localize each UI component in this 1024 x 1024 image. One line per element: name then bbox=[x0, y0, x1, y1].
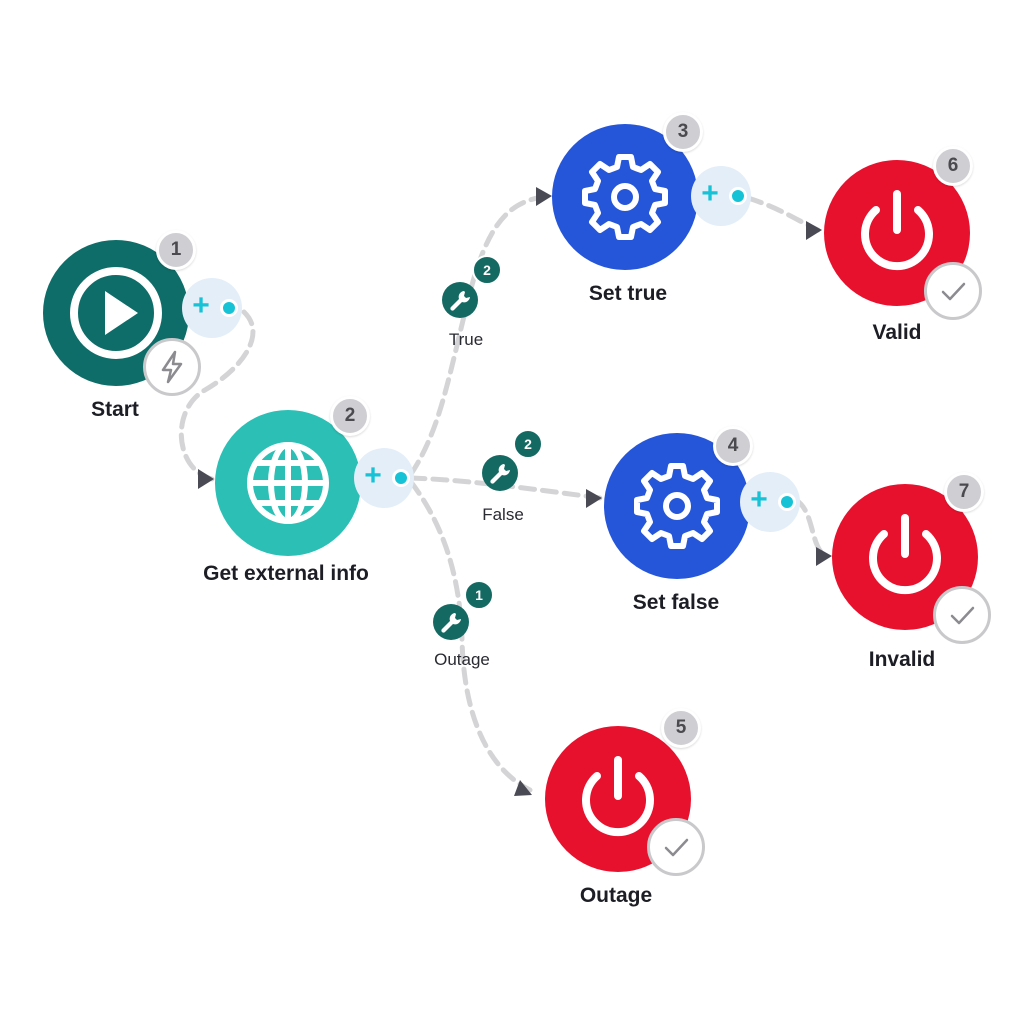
add-icon: + bbox=[701, 177, 719, 210]
power-icon bbox=[861, 190, 933, 271]
lightning-icon bbox=[161, 350, 183, 384]
valid-check-badge[interactable] bbox=[924, 262, 982, 320]
get-external-info-node-label: Get external info bbox=[203, 562, 369, 585]
trigger-badge[interactable] bbox=[143, 338, 201, 396]
wrench-icon bbox=[450, 291, 470, 311]
edge-get-external-info-to-outage bbox=[408, 479, 533, 793]
power-icon bbox=[582, 756, 654, 837]
arrowhead-to-invalid bbox=[816, 547, 832, 566]
set-true-number-badge: 3 bbox=[663, 112, 703, 152]
route-false-filter[interactable] bbox=[482, 455, 518, 491]
play-icon bbox=[70, 267, 162, 359]
connector-dot[interactable] bbox=[729, 187, 747, 205]
outage-node-label: Outage bbox=[579, 884, 653, 907]
route-outage-count: 1 bbox=[464, 580, 494, 610]
get-external-info-add-module[interactable]: + bbox=[354, 448, 414, 508]
set-true-node-label: Set true bbox=[588, 282, 668, 305]
connector-dot[interactable] bbox=[220, 299, 238, 317]
route-true-label: True bbox=[448, 330, 484, 349]
arrowhead-to-set-true bbox=[536, 187, 552, 206]
invalid-number-badge: 7 bbox=[944, 472, 984, 512]
gear-icon bbox=[582, 154, 668, 240]
route-true-count: 2 bbox=[472, 255, 502, 285]
invalid-check-badge[interactable] bbox=[933, 586, 991, 644]
arrowhead-to-valid bbox=[806, 221, 822, 240]
wrench-icon bbox=[441, 613, 461, 633]
get-external-info-node[interactable] bbox=[215, 410, 361, 556]
checkmark-icon bbox=[941, 282, 966, 301]
route-outage-filter[interactable] bbox=[433, 604, 469, 640]
add-icon: + bbox=[750, 483, 768, 516]
set-false-node-label: Set false bbox=[632, 591, 720, 614]
checkmark-icon bbox=[950, 606, 975, 625]
add-icon: + bbox=[364, 459, 382, 492]
start-add-module[interactable]: + bbox=[182, 278, 242, 338]
valid-node-label: Valid bbox=[872, 321, 922, 344]
arrowhead-to-outage bbox=[514, 780, 532, 796]
set-true-add-module[interactable]: + bbox=[691, 166, 751, 226]
connector-dot[interactable] bbox=[778, 493, 796, 511]
route-false-count: 2 bbox=[513, 429, 543, 459]
valid-number-badge: 6 bbox=[933, 146, 973, 186]
start-node-label: Start bbox=[91, 398, 139, 421]
invalid-node-label: Invalid bbox=[868, 648, 936, 671]
gear-icon bbox=[634, 463, 720, 549]
checkmark-icon bbox=[664, 838, 689, 857]
arrowhead-to-set-false bbox=[586, 489, 602, 508]
outage-number-badge: 5 bbox=[661, 708, 701, 748]
arrowhead-to-get-external-info bbox=[198, 469, 214, 489]
route-outage-label: Outage bbox=[434, 650, 490, 669]
wrench-icon bbox=[490, 464, 510, 484]
set-false-number-badge: 4 bbox=[713, 426, 753, 466]
add-icon: + bbox=[192, 289, 210, 322]
outage-check-badge[interactable] bbox=[647, 818, 705, 876]
edge-start-to-get-external-info bbox=[179, 309, 256, 482]
start-number-badge: 1 bbox=[156, 230, 196, 270]
route-true-filter[interactable] bbox=[442, 282, 478, 318]
globe-icon bbox=[247, 442, 329, 524]
edge-set-false-to-invalid bbox=[793, 497, 829, 559]
connector-dot[interactable] bbox=[392, 469, 410, 487]
set-false-add-module[interactable]: + bbox=[740, 472, 800, 532]
route-false-label: False bbox=[482, 505, 524, 524]
power-icon bbox=[869, 514, 941, 595]
get-external-info-number-badge: 2 bbox=[330, 396, 370, 436]
